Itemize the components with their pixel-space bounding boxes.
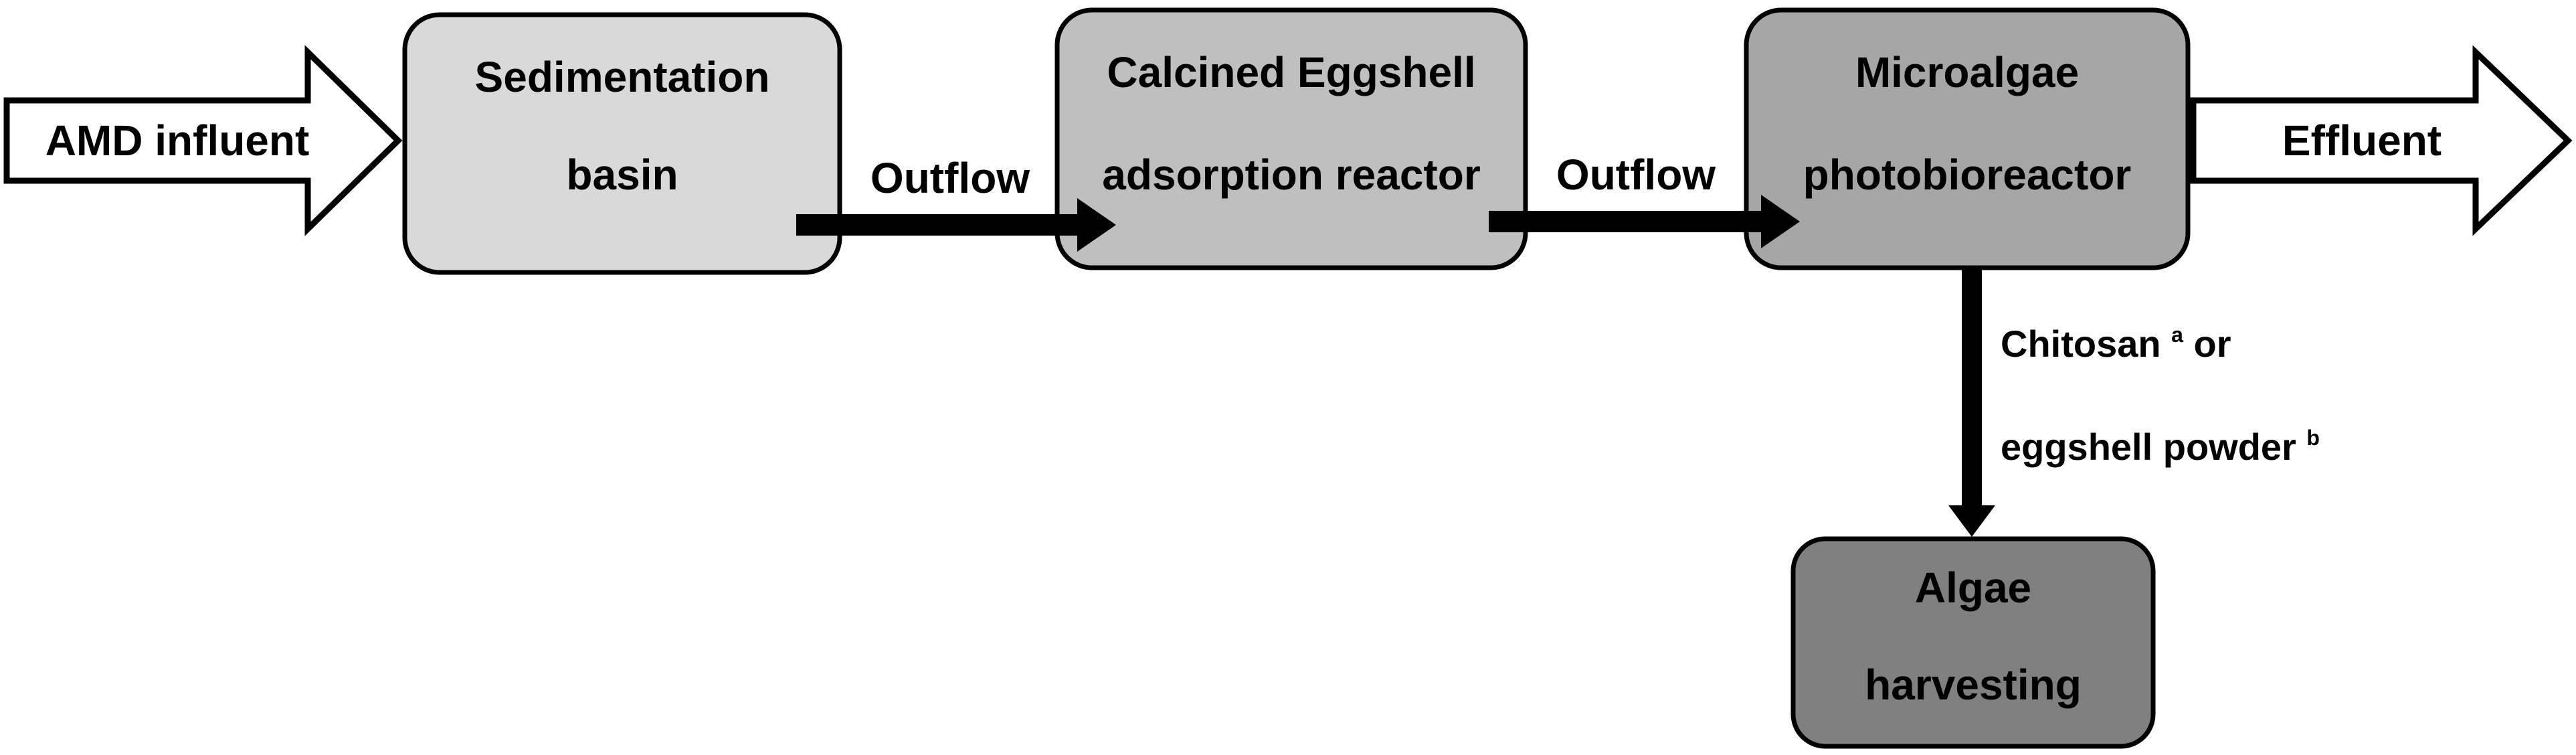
photobioreactor-line1: Microalgae (1855, 48, 2079, 96)
sedimentation-basin-box (402, 12, 842, 275)
flocculant-label-line1: Chitosan a or (2001, 323, 2231, 365)
algae-harvesting-box (1790, 536, 2156, 749)
sedimentation-basin-line2: basin (566, 151, 678, 199)
outflow-arrow-2 (1489, 195, 1800, 248)
flocculant-label-line2: eggshell powder b (2001, 426, 2320, 468)
adsorption-reactor-line1: Calcined Eggshell (1107, 48, 1475, 96)
algae-harvesting-line2: harvesting (1865, 661, 2082, 709)
influent-arrow (3, 45, 403, 236)
outflow-label-2: Outflow (1556, 151, 1716, 199)
algae-harvesting-line1: Algae (1915, 564, 2031, 612)
adsorption-reactor-line2: adsorption reactor (1102, 151, 1480, 199)
adsorption-reactor-box (1054, 7, 1528, 270)
harvest-arrow (1948, 268, 1995, 537)
photobioreactor-line2: photobioreactor (1803, 151, 2132, 199)
outflow-arrow-1 (796, 198, 1116, 252)
effluent-arrow (2190, 45, 2573, 236)
influent-label: AMD influent (45, 116, 310, 165)
effluent-label: Effluent (2282, 116, 2442, 165)
sedimentation-basin-line1: Sedimentation (475, 53, 770, 101)
outflow-label-1: Outflow (870, 154, 1030, 202)
